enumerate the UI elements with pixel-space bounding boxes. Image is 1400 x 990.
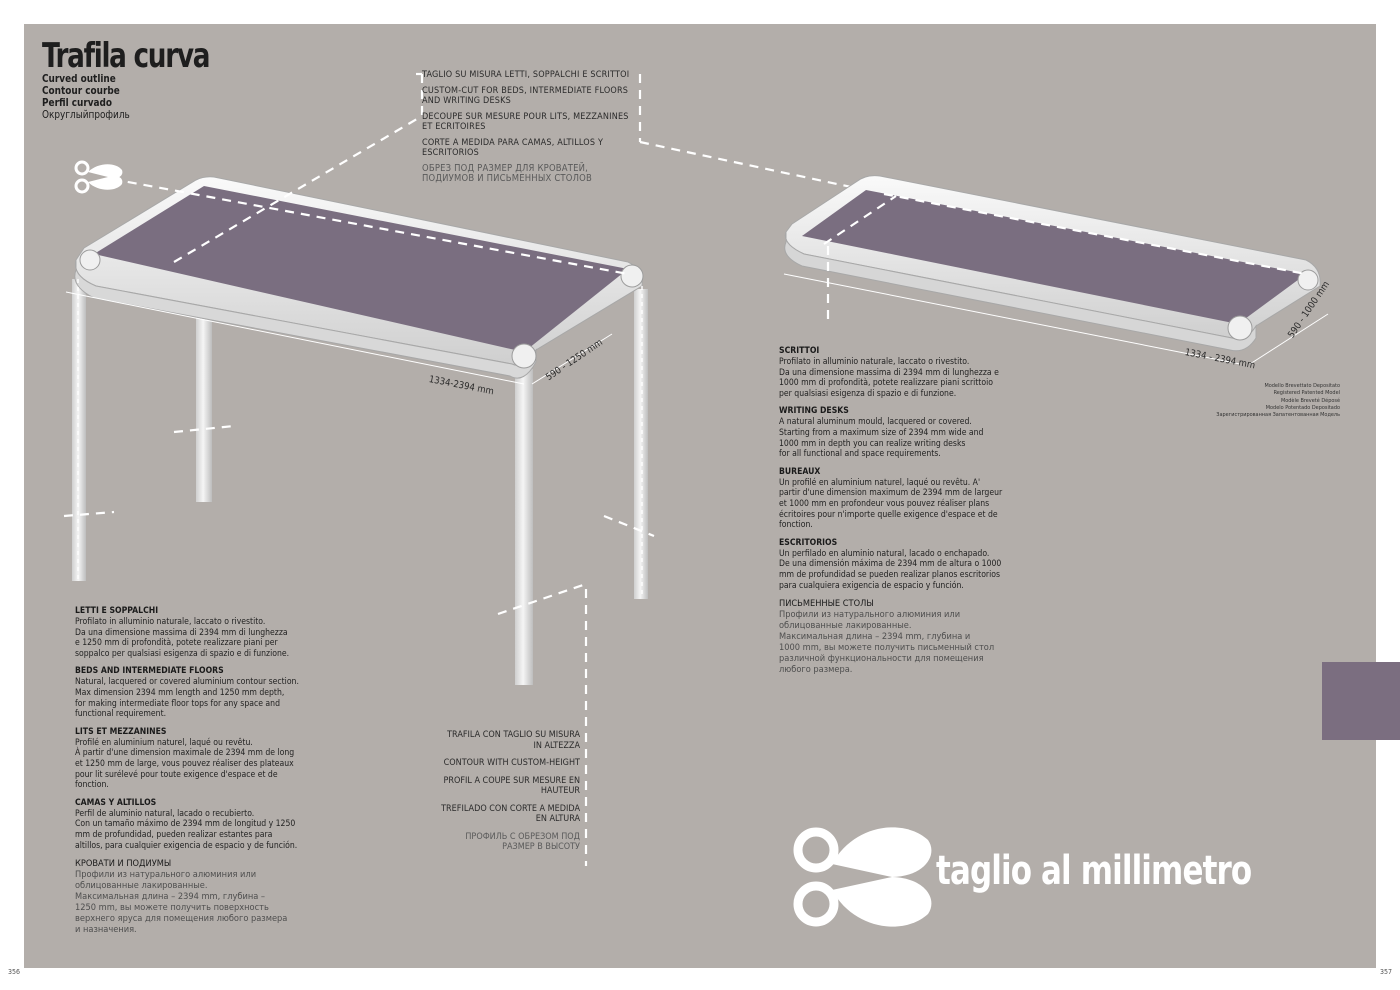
table-leg	[634, 289, 648, 599]
corner-cap	[1297, 269, 1319, 291]
corner-cap	[620, 264, 644, 288]
body-fr: Profilé en aluminium naturel, laqué ou r…	[75, 737, 295, 791]
body-en: Natural, lacquered or covered aluminium …	[75, 677, 299, 720]
subtitle-list: Curved outline Contour courbe Perfil cur…	[42, 73, 130, 121]
subtitle-fr: Contour courbe	[42, 84, 120, 97]
height-callout-it: TRAFILA CON TAGLIO SU MISURA IN ALTEZZA	[447, 730, 580, 751]
callout-es: CORTE A MEDIDA PARA CAMAS, ALTILLOS Y ES…	[422, 138, 604, 158]
corner-cap	[511, 343, 537, 369]
patent-line: Зарегистрированная Запатентованная Модел…	[1216, 412, 1340, 419]
section-tab	[1322, 662, 1400, 740]
cut-lines-left	[63, 72, 885, 866]
page-number-left: 356	[8, 968, 21, 976]
heading-ru: КРОВАТИ И ПОДИУМЫ	[75, 858, 172, 870]
corner-cap	[1227, 315, 1253, 341]
callout-fr: DECOUPE SUR MESURE POUR LITS, MEZZANINES…	[422, 112, 629, 132]
callout-it: TAGLIO SU MISURA LETTI, SOPPALCHI E SCRI…	[422, 70, 630, 80]
patent-line: Modello Brevettato Depositato	[1264, 383, 1340, 389]
cut-to-size-callout: TAGLIO SU MISURA LETTI, SOPPALCHI E SCRI…	[422, 70, 637, 190]
subtitle-en: Curved outline	[42, 72, 116, 85]
table-frame-edge	[74, 259, 537, 379]
desk-frame-edge	[784, 231, 1257, 352]
height-callout-ru: ПРОФИЛЬ С ОБРЕЗОМ ПОД РАЗМЕР В ВЫСОТУ	[465, 831, 580, 853]
body-it: Profilato in alluminio naturale, laccato…	[75, 617, 290, 659]
heading-it: SCRITTOI	[779, 346, 820, 356]
desk-top-illustration	[783, 175, 1329, 365]
slogan: taglio al millimetro	[936, 848, 1252, 894]
product-illustrations	[63, 72, 1329, 927]
table-leg	[515, 369, 533, 685]
subtitle-es: Perfil curvado	[42, 96, 113, 109]
subtitle-ru: Округлыйпрофиль	[42, 108, 130, 121]
page-title: Trafila curva	[42, 36, 211, 76]
heading-fr: BUREAUX	[779, 466, 821, 477]
heading-it: LETTI E SOPPALCHI	[75, 606, 159, 616]
body-fr: Un profilé en aluminium naturel, laqué o…	[779, 477, 1003, 531]
height-cut-callout: TRAFILA CON TAGLIO SU MISURA IN ALTEZZA …	[440, 730, 580, 860]
callout-en: CUSTOM-CUT FOR BEDS, INTERMEDIATE FLOORS…	[422, 86, 629, 106]
patent-line: Modèle Breveté Déposé	[1280, 397, 1340, 404]
body-es: Perfil de aluminio natural, lacado o rec…	[75, 808, 298, 851]
desk-top-panel	[802, 190, 1306, 324]
heading-es: ESCRITORIOS	[779, 537, 838, 548]
callout-ru: ОБРЕЗ ПОД РАЗМЕР ДЛЯ КРОВАТЕЙ, ПОДИУМОВ …	[422, 163, 592, 184]
height-callout-es: TREFILADO CON CORTE A MEDIDA EN ALTURA	[441, 803, 580, 825]
table-top-panel	[94, 186, 628, 352]
heading-en: WRITING DESKS	[779, 406, 849, 417]
patent-line: Registered Patented Model	[1273, 390, 1340, 397]
body-ru: Профили из натурального алюминия или обл…	[779, 609, 995, 676]
body-en: A natural aluminum mould, lacquered or c…	[779, 417, 984, 460]
bed-table-illustration	[65, 176, 648, 685]
scissors-icon	[74, 160, 123, 194]
scissors-logo-icon	[793, 827, 932, 927]
body-it: Profilato in alluminio naturale, laccato…	[779, 357, 999, 399]
patent-notice: Modello Brevettato Depositato Registered…	[1140, 383, 1340, 419]
heading-es: CAMAS Y ALTILLOS	[75, 797, 157, 808]
patent-line: Modelo Potentado Depositado	[1265, 404, 1340, 411]
height-callout-en: CONTOUR WITH CUSTOM-HEIGHT	[443, 758, 580, 768]
table-leg	[72, 279, 86, 581]
table-leg	[196, 284, 212, 502]
heading-en: BEDS AND INTERMEDIATE FLOORS	[75, 666, 224, 677]
brochure-spread: Trafila curva Curved outline Contour cou…	[24, 24, 1376, 968]
height-callout-fr: PROFIL A COUPE SUR MESURE EN HAUTEUR	[443, 775, 580, 797]
body-es: Un perfilado en aluminio natural, lacado…	[779, 548, 1002, 591]
corner-cap	[79, 249, 101, 271]
body-ru: Профили из натурального алюминия или обл…	[75, 869, 288, 936]
page-number-right: 357	[1379, 968, 1392, 976]
heading-fr: LITS ET MEZZANINES	[75, 726, 167, 737]
heading-ru: ПИСЬМЕННЫЕ СТОЛЫ	[779, 598, 874, 610]
